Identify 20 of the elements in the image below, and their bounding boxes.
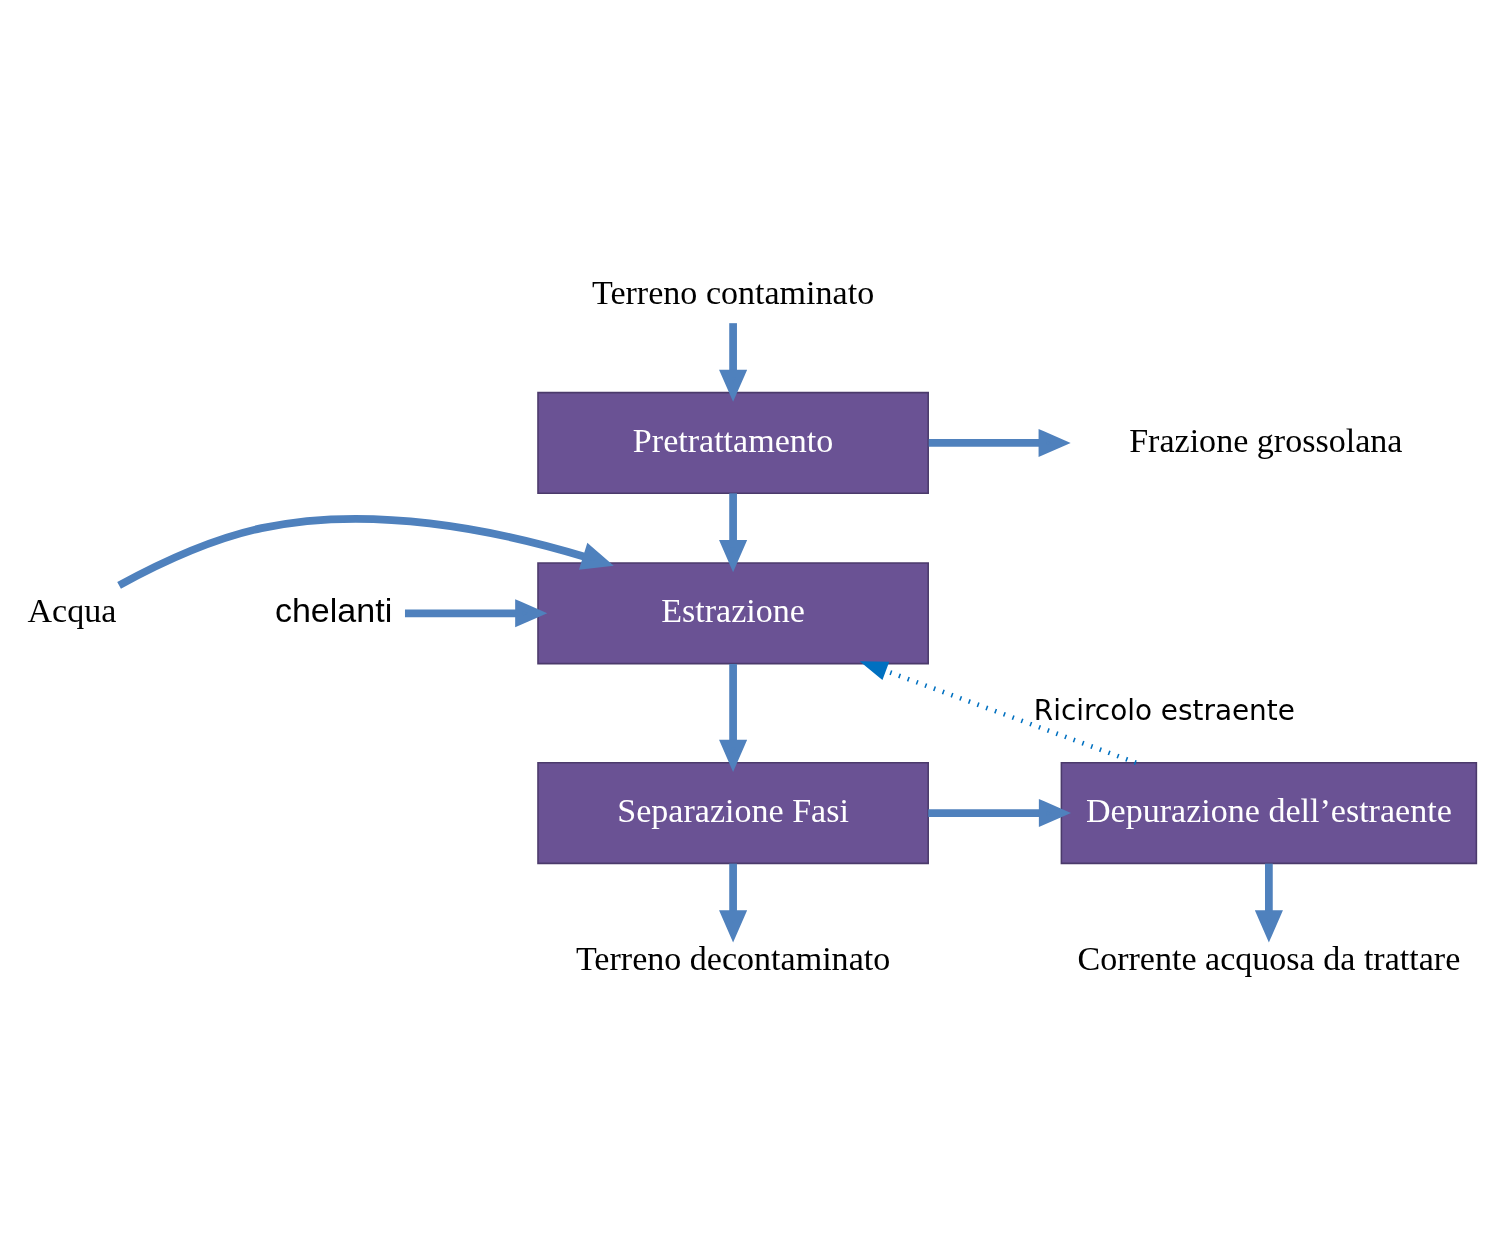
- node-text: Acqua: [27, 591, 117, 629]
- node-text: Terreno contaminato: [592, 273, 875, 311]
- arrow: [1254, 863, 1283, 942]
- node-text: Corrente acquosa da trattare: [1077, 939, 1461, 977]
- node-box: Pretrattamento: [537, 391, 929, 494]
- arrow: [117, 514, 614, 589]
- arrow: [719, 863, 748, 942]
- arrow: [928, 798, 1071, 827]
- node-text: Frazione grossolana: [1129, 421, 1403, 459]
- arrow: [859, 660, 1137, 765]
- node-box: Depurazione dell’estraente: [1060, 761, 1478, 864]
- arrow: [928, 428, 1071, 457]
- arrow: [719, 492, 748, 572]
- node-text: chelanti: [274, 590, 393, 629]
- edge-label: Ricircolo estraente: [1033, 693, 1295, 727]
- arrow: [719, 322, 748, 402]
- node-text: Terreno decontaminato: [575, 939, 891, 977]
- node-box: Separazione Fasi: [537, 761, 929, 864]
- arrow: [719, 663, 748, 772]
- node-box: Estrazione: [537, 561, 929, 664]
